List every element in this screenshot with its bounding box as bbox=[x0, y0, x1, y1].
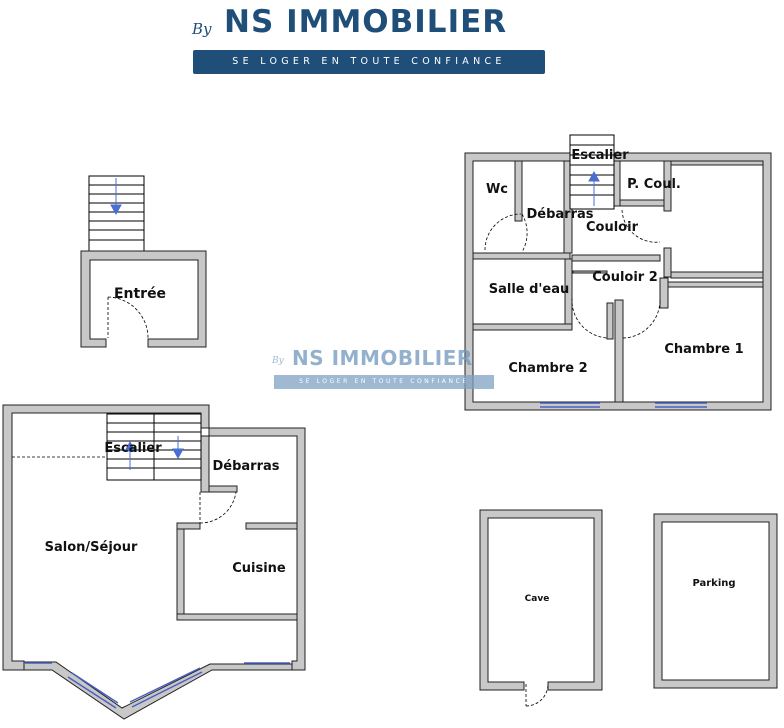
room-p-coul: P. Coul. bbox=[627, 177, 681, 192]
watermark-tagline: SE LOGER EN TOUTE CONFIANCE bbox=[274, 375, 494, 389]
room-cave: Cave bbox=[525, 594, 550, 604]
room-salle-eau: Salle d'eau bbox=[489, 282, 570, 297]
brand-tagline: SE LOGER EN TOUTE CONFIANCE bbox=[193, 50, 545, 74]
watermark-brand: NS IMMOBILIER bbox=[292, 346, 473, 370]
room-escalier-upper: Escalier bbox=[571, 148, 629, 163]
room-couloir: Couloir bbox=[586, 220, 639, 235]
brand-name: NS IMMOBILIER bbox=[224, 4, 508, 40]
cave-block: Cave bbox=[479, 509, 603, 707]
watermark-logo: By NS IMMOBILIER SE LOGER EN TOUTE CONFI… bbox=[272, 346, 496, 392]
room-debarras-lower: Débarras bbox=[212, 459, 279, 474]
room-parking: Parking bbox=[692, 578, 735, 589]
watermark-by: By bbox=[272, 356, 284, 366]
room-salon-sejour: Salon/Séjour bbox=[45, 540, 138, 555]
parking-walls bbox=[653, 513, 778, 689]
upper-floor: Wc Débarras Escalier P. Coul. Couloir Sa… bbox=[464, 134, 772, 411]
lower-floor: Escalier Débarras Salon/Séjour Cuisine bbox=[2, 404, 306, 720]
entree-walls bbox=[80, 250, 207, 348]
room-chambre-2: Chambre 2 bbox=[508, 361, 587, 376]
room-wc: Wc bbox=[486, 182, 508, 197]
room-cuisine: Cuisine bbox=[232, 561, 286, 576]
room-escalier-lower: Escalier bbox=[104, 441, 162, 456]
brand-header: By NS IMMOBILIER SE LOGER EN TOUTE CONFI… bbox=[190, 4, 548, 76]
upper-stair bbox=[569, 134, 615, 210]
room-debarras-upper: Débarras bbox=[526, 207, 593, 222]
cave-walls bbox=[479, 509, 603, 691]
room-entree: Entrée bbox=[114, 286, 166, 302]
parking-block: Parking bbox=[653, 513, 778, 689]
room-couloir-2: Couloir 2 bbox=[592, 270, 658, 285]
entree-block: Entrée bbox=[80, 175, 207, 348]
entree-stair bbox=[88, 175, 145, 252]
brand-by: By bbox=[192, 20, 212, 38]
room-chambre-1: Chambre 1 bbox=[664, 342, 743, 357]
lower-stair bbox=[106, 413, 202, 481]
